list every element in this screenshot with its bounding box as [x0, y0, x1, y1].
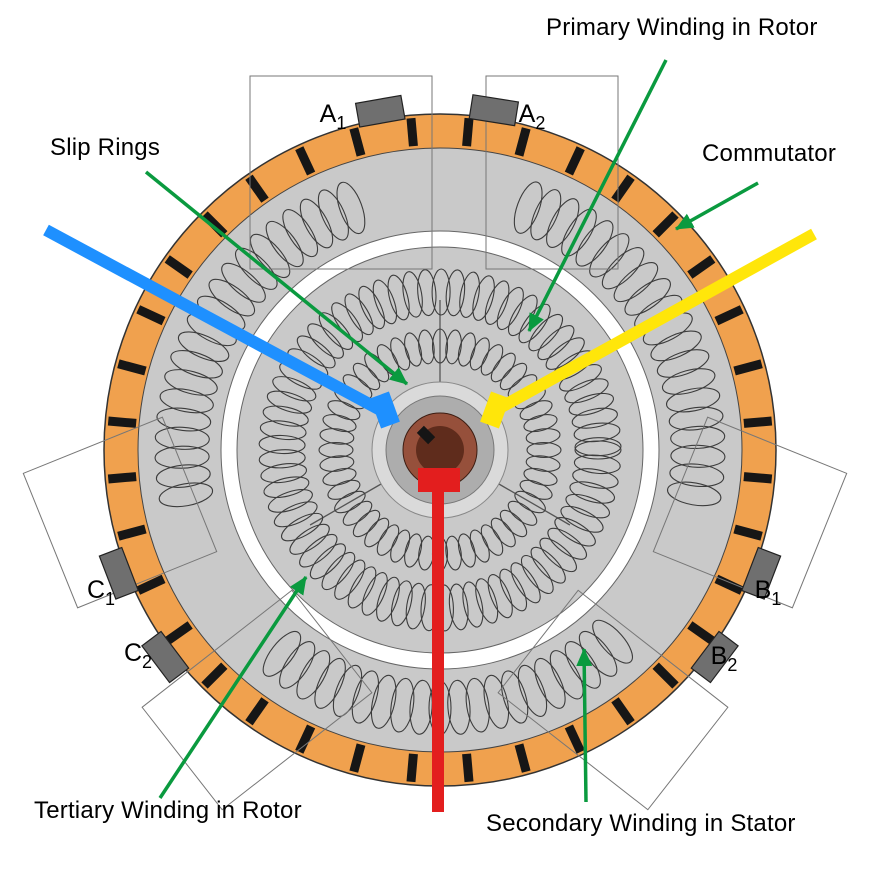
label-secondary-winding: Secondary Winding in Stator [486, 810, 796, 837]
arrow-slip-rings [144, 170, 409, 386]
terminal-blocks [98, 94, 782, 684]
slip-ring-contact-yellow [480, 391, 510, 429]
slip-ring-contact-blue [370, 391, 400, 429]
label-primary-winding: Primary Winding in Rotor [546, 14, 818, 41]
arrow-tertiary-winding [158, 576, 308, 799]
label-tertiary-winding: Tertiary Winding in Rotor [34, 797, 302, 824]
terminal-label-c2: C2 [124, 639, 152, 672]
terminal-block-b2 [690, 630, 739, 684]
shaft-keyway [416, 425, 436, 445]
terminal-label-c1: C1 [87, 576, 115, 609]
arrow-primary-winding [527, 59, 668, 332]
terminal-label-a1: A1 [320, 100, 347, 133]
winding-outline-boxes [22, 75, 848, 811]
label-commutator: Commutator [702, 140, 837, 167]
terminal-label-b2: B2 [711, 642, 738, 675]
terminal-label-b1: B1 [755, 576, 782, 609]
terminal-block-a1 [354, 94, 406, 128]
commutator-segments [107, 117, 773, 783]
terminal-label-a2: A2 [519, 100, 546, 133]
callout-arrows [144, 59, 759, 803]
slip-ring-lead-blue [43, 224, 387, 418]
secondary-winding-coils [154, 181, 726, 736]
terminal-block-c2 [141, 630, 190, 684]
slip-ring-lead-yellow [493, 228, 817, 416]
commutator-brush-red [418, 468, 460, 492]
terminal-block-a2 [468, 94, 520, 127]
terminal-block-b1 [740, 546, 782, 600]
arrow-secondary-winding [576, 648, 593, 803]
label-slip-rings: Slip Rings [50, 134, 161, 161]
arrow-commutator [675, 181, 759, 231]
terminal-block-c1 [98, 546, 140, 600]
